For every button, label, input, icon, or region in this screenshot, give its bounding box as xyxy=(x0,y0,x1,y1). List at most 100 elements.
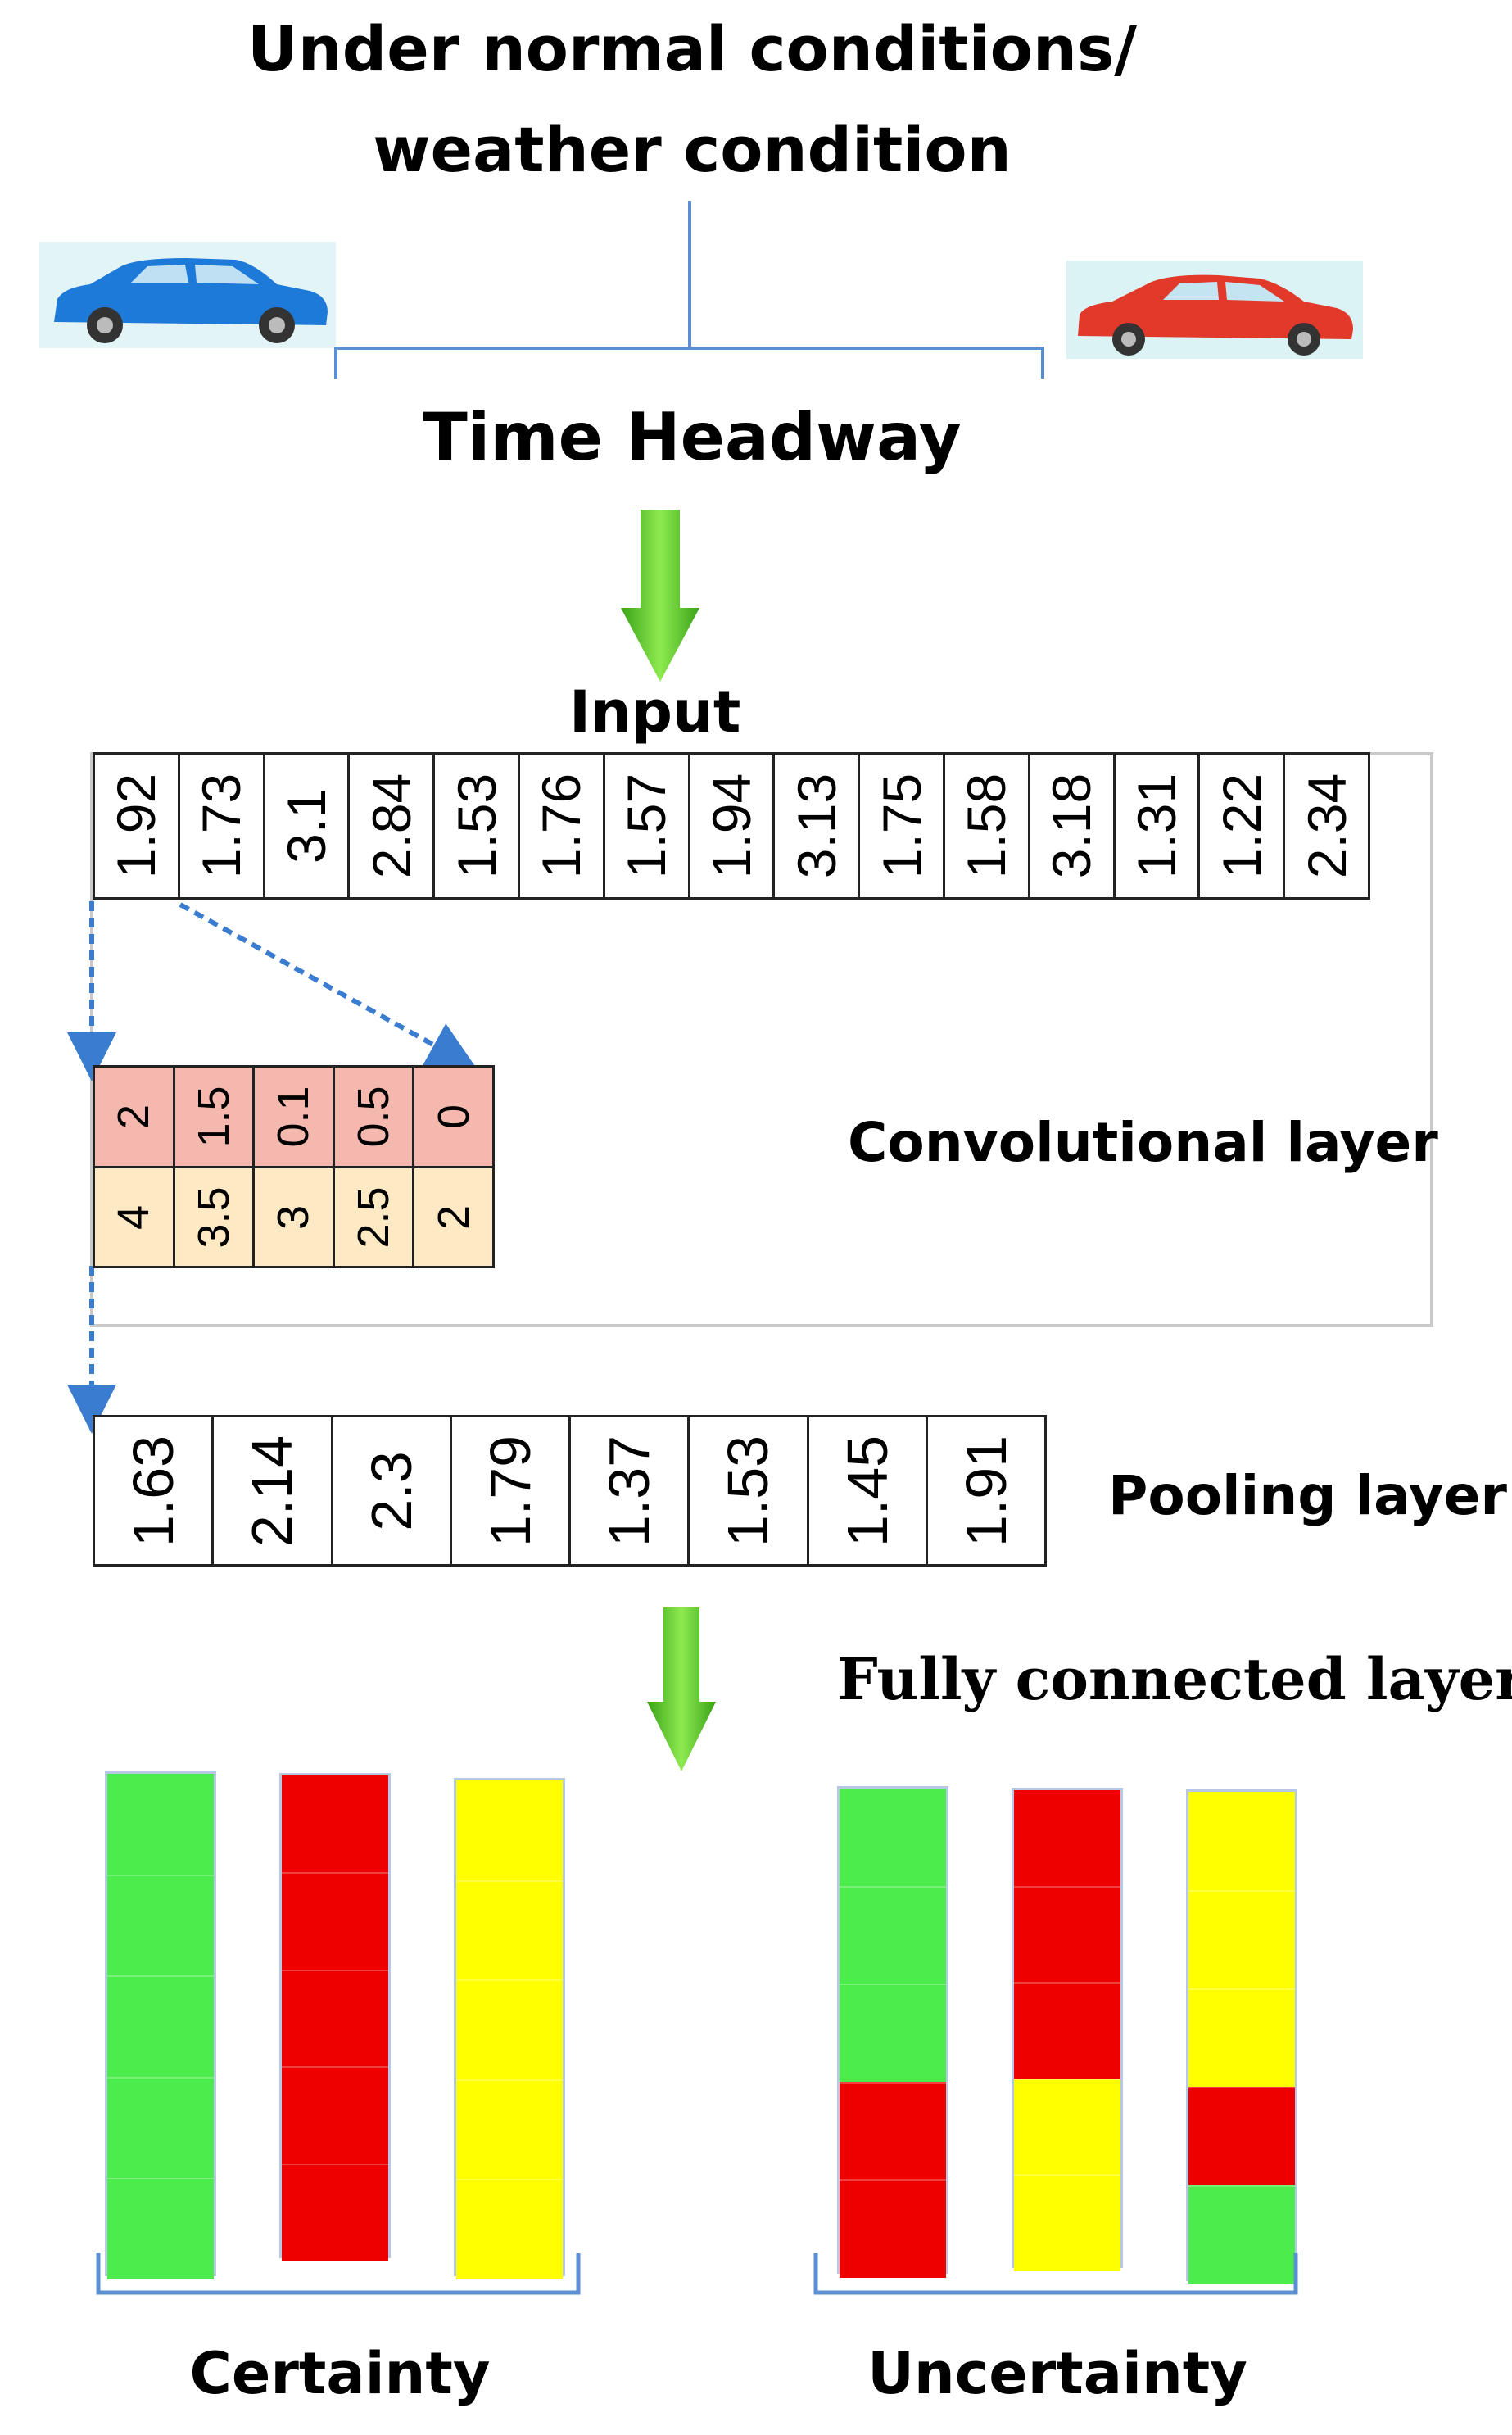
input-cell: 2.34 xyxy=(1283,752,1370,900)
bar-segment-green xyxy=(1188,2185,1295,2284)
conv-cell-bottom-value: 3.5 xyxy=(188,1186,238,1249)
pool-cell: 1.53 xyxy=(687,1415,809,1567)
bar-segment-red xyxy=(1014,1886,1120,1984)
conv-cell-top: 0.1 xyxy=(252,1065,335,1168)
input-cell: 1.53 xyxy=(432,752,520,900)
bar-segment-red xyxy=(282,2163,388,2261)
conv-cell-top-value: 0 xyxy=(428,1104,478,1130)
output-bar xyxy=(837,1786,948,2278)
pool-cell: 1.79 xyxy=(449,1415,571,1567)
input-cell: 1.76 xyxy=(518,752,605,900)
pool-cell-value: 1.79 xyxy=(478,1435,542,1547)
bar-segment-green xyxy=(840,1984,946,2083)
bar-segment-yellow xyxy=(456,1880,563,1981)
certainty-label: Certainty xyxy=(189,2340,491,2407)
pool-cell-value: 1.53 xyxy=(716,1435,781,1547)
pool-cell-value: 1.63 xyxy=(121,1435,186,1547)
bar-segment-red xyxy=(282,2066,388,2165)
pool-cell-value: 1.45 xyxy=(835,1435,899,1547)
time-headway-label: Time Headway xyxy=(423,399,962,475)
outcome-brackets xyxy=(96,2253,1298,2295)
conv-cell-bottom: 2.5 xyxy=(332,1166,415,1268)
output-bar xyxy=(1186,1789,1297,2284)
conv-cell-top-value: 0.1 xyxy=(269,1086,319,1148)
conv-cell-bottom-value: 3 xyxy=(269,1204,319,1230)
pool-cell: 1.37 xyxy=(568,1415,690,1567)
pool-cell: 2.14 xyxy=(211,1415,333,1567)
bar-segment-yellow xyxy=(456,2179,563,2279)
bar-segment-red xyxy=(1188,2087,1295,2186)
convolutional-layer-label: Convolutional layer xyxy=(848,1111,1438,1174)
bar-segment-red xyxy=(1014,1790,1120,1888)
headway-bracket xyxy=(334,201,1044,379)
pool-cell-value: 2.3 xyxy=(359,1450,423,1531)
input-cell: 1.22 xyxy=(1197,752,1286,900)
output-bar xyxy=(1012,1788,1123,2271)
conv-cell-bottom: 3.5 xyxy=(172,1166,256,1268)
pooling-row: 1.63 2.14 2.3 1.79 1.37 1.53 1.45 1.91 xyxy=(93,1415,1047,1567)
pool-cell: 1.91 xyxy=(925,1415,1047,1567)
pool-cell-value: 1.91 xyxy=(953,1435,1018,1547)
bar-segment-yellow xyxy=(456,2079,563,2180)
conv-cell-top-value: 0.5 xyxy=(349,1086,399,1148)
fully-connected-layer-label: Fully connected layer xyxy=(837,1645,1512,1713)
bar-segment-yellow xyxy=(456,1780,563,1881)
conv-cell-bottom-value: 4 xyxy=(109,1204,159,1230)
bar-segment-yellow xyxy=(1014,2174,1120,2271)
uncertainty-label: Uncertainty xyxy=(867,2340,1247,2407)
input-label: Input xyxy=(569,678,741,746)
conv-cell-bottom-value: 2.5 xyxy=(349,1186,399,1249)
pool-cell-value: 1.37 xyxy=(597,1435,662,1547)
conv-cell-top-value: 2 xyxy=(109,1104,159,1130)
bar-segment-red xyxy=(1014,1982,1120,2079)
output-bar xyxy=(105,1771,216,2279)
input-cell: 1.94 xyxy=(687,752,776,900)
pool-cell: 2.3 xyxy=(330,1415,452,1567)
conv-cell-top: 0 xyxy=(412,1065,495,1168)
conv-cell-bottom: 4 xyxy=(93,1166,175,1268)
input-cell: 3.13 xyxy=(772,752,861,900)
bar-segment-yellow xyxy=(456,1979,563,2080)
conv-cell-top-value: 1.5 xyxy=(188,1086,238,1148)
bar-segment-yellow xyxy=(1188,1890,1295,1989)
conv-cell-top: 2 xyxy=(93,1065,175,1168)
pool-cell: 1.45 xyxy=(806,1415,928,1567)
bar-segment-green xyxy=(840,1886,946,1985)
certainty-bars xyxy=(105,1771,572,2279)
bar-segment-red xyxy=(840,2179,946,2278)
conv-cell-bottom-value: 2 xyxy=(428,1204,478,1230)
bar-segment-red xyxy=(840,2081,946,2180)
red-car-icon xyxy=(1066,261,1363,359)
pool-cell-value: 2.14 xyxy=(240,1435,305,1547)
conv-cell-top: 0.5 xyxy=(332,1065,415,1168)
bar-segment-green xyxy=(107,1975,214,2078)
output-bar xyxy=(454,1778,565,2279)
output-bar xyxy=(279,1773,391,2261)
pooling-layer-label: Pooling layer xyxy=(1108,1464,1507,1527)
input-cell: 1.92 xyxy=(93,752,180,900)
conv-cell-bottom: 2 xyxy=(412,1166,495,1268)
pool-cell: 1.63 xyxy=(93,1415,215,1567)
bar-segment-red xyxy=(282,1969,388,2068)
blue-car-icon xyxy=(39,242,336,348)
bar-segment-red xyxy=(282,1775,388,1874)
input-cell: 3.18 xyxy=(1027,752,1116,900)
conv-cell-bottom: 3 xyxy=(252,1166,335,1268)
bar-segment-green xyxy=(840,1789,946,1888)
dashed-connectors xyxy=(67,901,478,1434)
title-line-2: weather condition xyxy=(373,113,1012,186)
bar-segment-yellow xyxy=(1014,2078,1120,2175)
down-arrow-icon xyxy=(621,510,699,682)
input-cell: 1.75 xyxy=(858,752,945,900)
bar-segment-yellow xyxy=(1188,1988,1295,2088)
convolution-kernel: 2 1.5 0.1 0.5 0 4 3.5 3 2.5 2 xyxy=(93,1065,495,1268)
bar-segment-green xyxy=(107,1774,214,1876)
bar-segment-red xyxy=(282,1872,388,1970)
conv-cell-top: 1.5 xyxy=(172,1065,256,1168)
bar-segment-green xyxy=(107,2076,214,2179)
title-line-1: Under normal conditions/ xyxy=(247,12,1137,85)
bar-segment-green xyxy=(107,2177,214,2279)
uncertainty-bars xyxy=(837,1786,1304,2286)
bar-segment-green xyxy=(107,1875,214,1977)
